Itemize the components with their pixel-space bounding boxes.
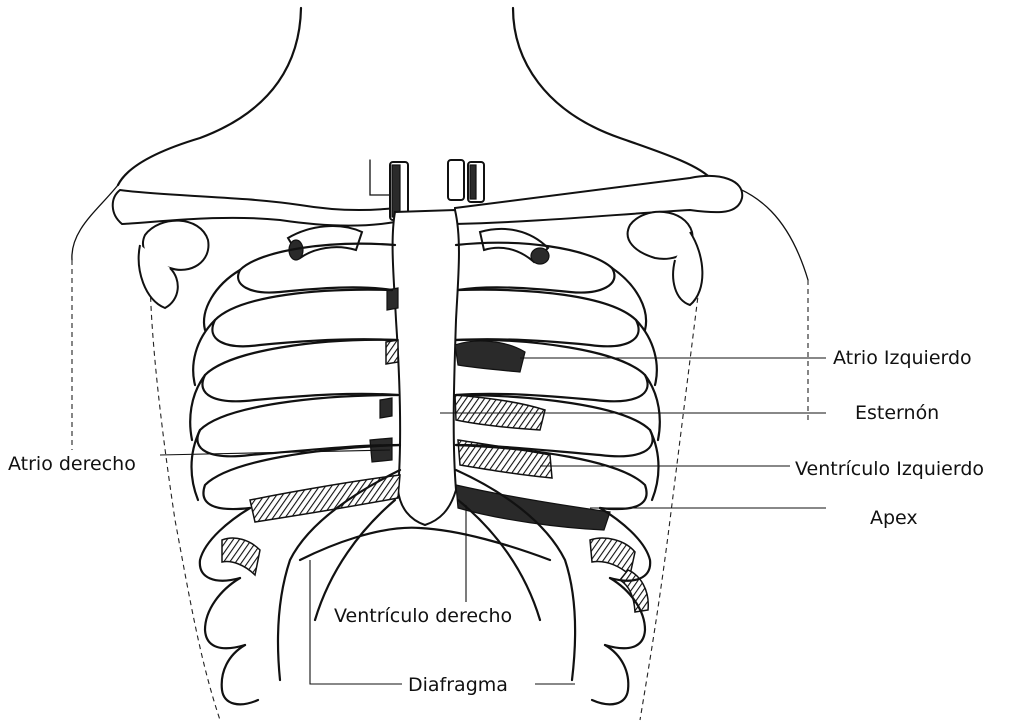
label-atrio-derecho: Atrio derecho: [8, 453, 136, 475]
apex-shading: [456, 485, 610, 530]
left-atrium-shading: [455, 341, 525, 372]
right-torso-contour: [640, 280, 700, 720]
label-apex: Apex: [870, 507, 918, 529]
label-atrio-izquierdo: Atrio Izquierdo: [833, 347, 972, 369]
label-ventriculo-izquierdo: Ventrículo Izquierdo: [795, 458, 984, 480]
small-shading-1: [380, 398, 392, 418]
right-rib-stub-end: [531, 248, 549, 264]
vessel-base-left: [370, 160, 390, 195]
diaphragm-left-shading: [222, 538, 260, 575]
right-ribcage: [456, 243, 660, 705]
neck-outline-right: [513, 8, 712, 180]
right-clavicle: [455, 176, 742, 224]
left-clavicle: [113, 190, 395, 226]
right-vessel-a: [448, 160, 464, 200]
sternum: [393, 210, 459, 525]
left-ribcage: [190, 244, 400, 705]
neck-outline-left: [118, 8, 301, 185]
leader-atrio-derecho: [160, 450, 390, 455]
diaphragm-curve: [300, 528, 550, 560]
left-shoulder-outline: [72, 185, 118, 260]
left-vessel-shadow: [392, 165, 400, 217]
small-shading-2: [387, 288, 398, 310]
left-torso-contour: [150, 270, 220, 720]
label-esternon: Esternón: [855, 402, 939, 424]
label-ventriculo-derecho: Ventrículo derecho: [334, 605, 512, 627]
right-vessel-shadow: [470, 165, 476, 199]
small-hatch-1: [386, 340, 398, 364]
label-diafragma: Diafragma: [408, 674, 508, 696]
